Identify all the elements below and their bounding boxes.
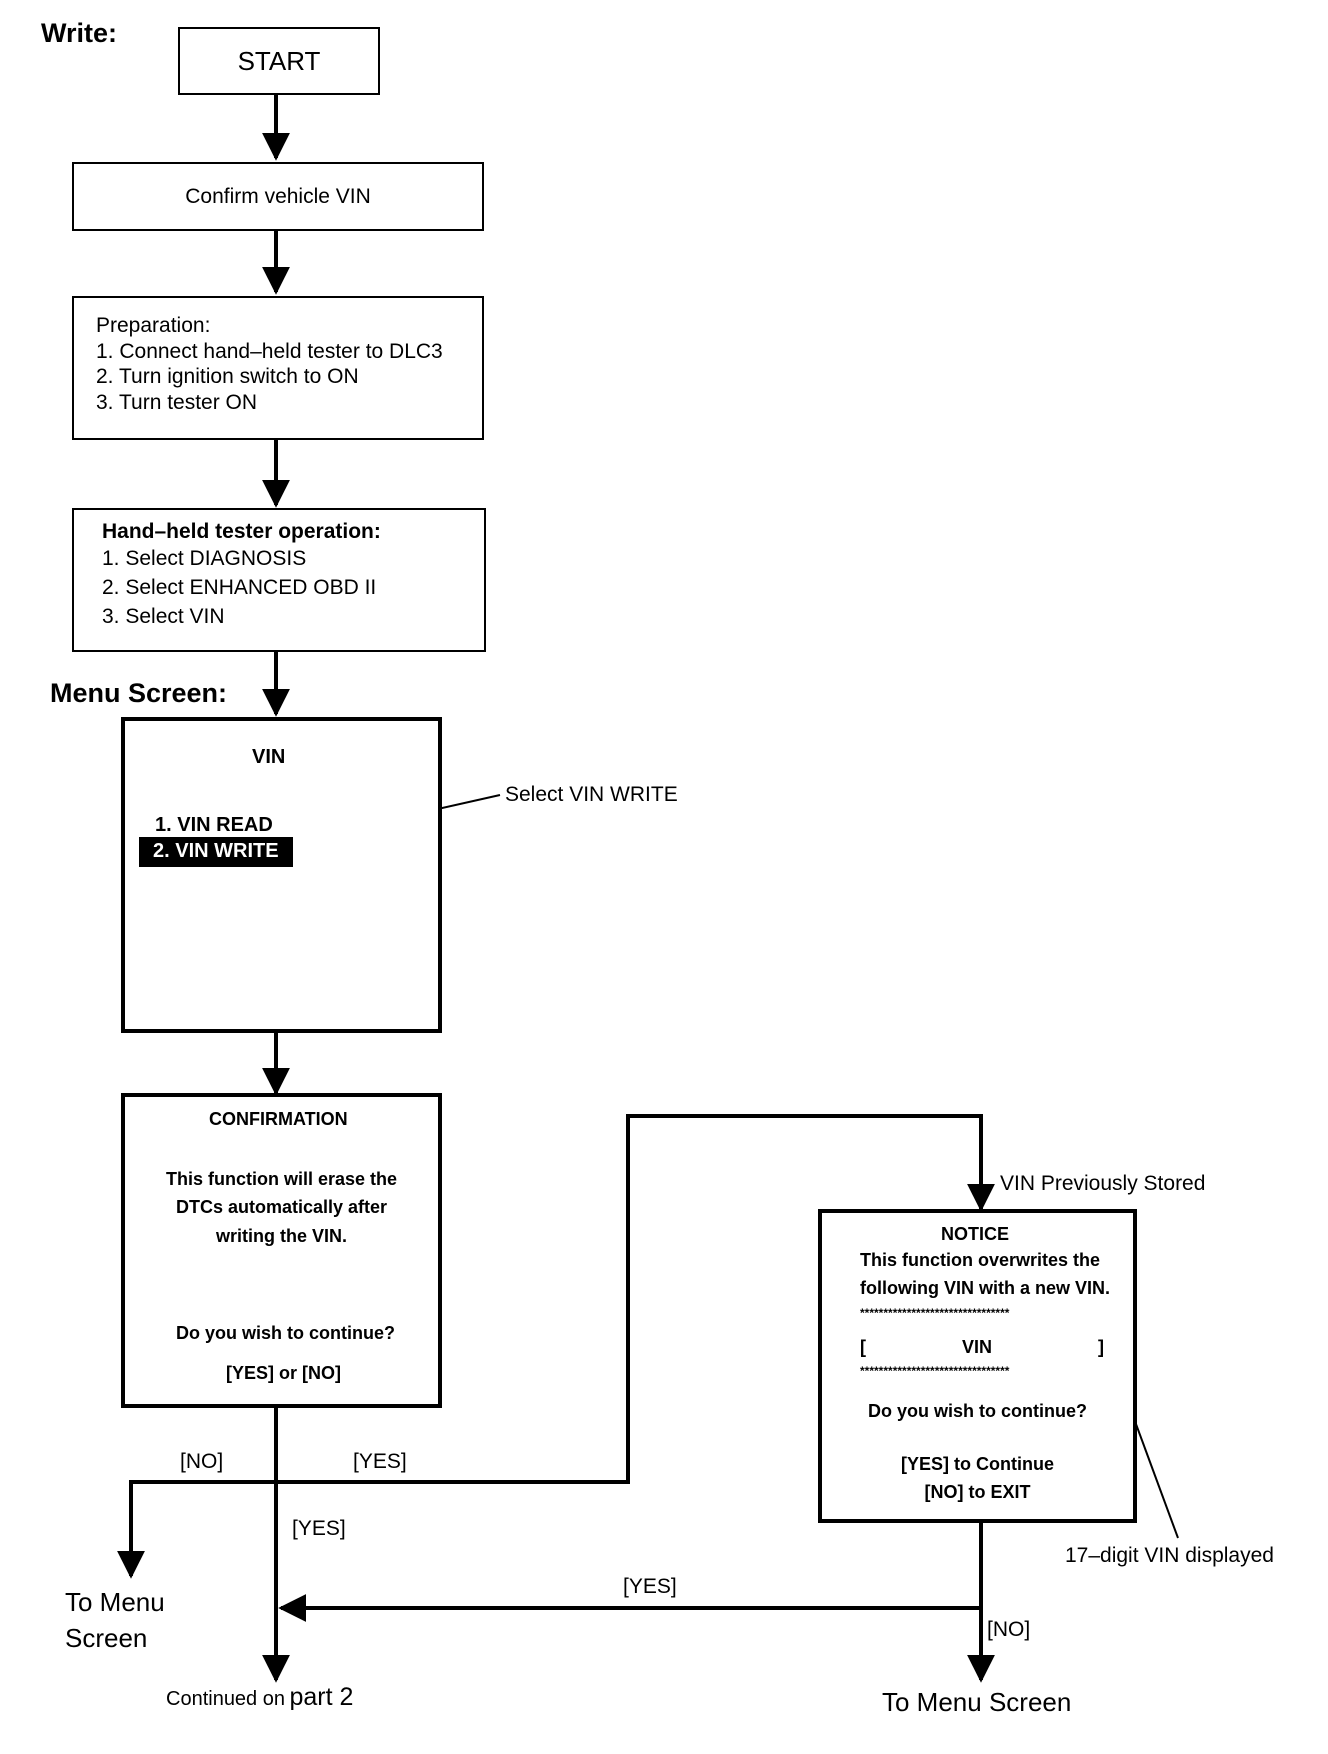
tester-operation-box: Hand–held tester operation: 1. Select DI… — [72, 508, 486, 652]
write-label: Write: — [41, 18, 118, 48]
tester-operation-step-2: 2. Select ENHANCED OBD II — [102, 576, 377, 599]
preparation-step-1: 1. Connect hand–held tester to DLC3 — [96, 340, 443, 363]
confirmation-line-1: This function will erase the — [165, 1169, 398, 1189]
menu-screen-title: VIN — [252, 746, 286, 768]
branch-yes-return: [YES] — [623, 1575, 677, 1598]
menu-screen-label: Menu Screen: — [50, 678, 228, 708]
confirmation-title: CONFIRMATION — [209, 1109, 348, 1129]
confirmation-line-2: DTCs automatically after — [175, 1197, 388, 1217]
confirmation-question: Do you wish to continue? — [176, 1323, 395, 1343]
branch-no-notice: [NO] — [987, 1618, 1031, 1641]
notice-vin-label: VIN — [962, 1337, 993, 1357]
terminal-continued-part: part 2 — [289, 1683, 354, 1711]
tester-operation-step-3: 3. Select VIN — [102, 605, 225, 628]
confirm-vin-box: Confirm vehicle VIN — [72, 162, 484, 231]
terminal-continued-prefix: Continued on — [166, 1688, 285, 1710]
menu-item-vin-read: 1. VIN READ — [155, 814, 273, 836]
menu-screen-box: VIN 1. VIN READ 2. VIN WRITE — [121, 717, 442, 1033]
branch-yes-down: [YES] — [292, 1517, 346, 1540]
notice-vin-bracket-close: ] — [1098, 1337, 1104, 1357]
notice-stars-bottom: ******************************** — [860, 1364, 1010, 1378]
callout-select-vin-write: Select VIN WRITE — [505, 783, 678, 806]
branch-no-left: [NO] — [180, 1450, 224, 1473]
terminal-to-menu-right: To Menu Screen — [882, 1687, 1072, 1717]
confirm-vin-text: Confirm vehicle VIN — [185, 185, 371, 208]
notice-line-2: following VIN with a new VIN. — [860, 1278, 1111, 1298]
confirmation-options: [YES] or [NO] — [226, 1363, 341, 1383]
callout-17-digit-vin: 17–digit VIN displayed — [1065, 1544, 1274, 1567]
preparation-step-2: 2. Turn ignition switch to ON — [96, 365, 359, 388]
vin-previously-stored-label: VIN Previously Stored — [1000, 1172, 1206, 1195]
notice-option-no: [NO] to EXIT — [924, 1482, 1031, 1502]
notice-option-yes: [YES] to Continue — [901, 1454, 1054, 1474]
notice-line-1: This function overwrites the — [860, 1250, 1101, 1270]
tester-operation-title: Hand–held tester operation: — [102, 520, 381, 543]
confirmation-screen-box: CONFIRMATION This function will erase th… — [121, 1093, 442, 1408]
preparation-title: Preparation: — [96, 314, 211, 337]
terminal-continued: Continued on part 2 — [166, 1683, 353, 1712]
notice-question: Do you wish to continue? — [868, 1401, 1087, 1421]
terminal-to-menu-left-line1: To Menu — [65, 1587, 165, 1617]
start-text: START — [237, 46, 321, 76]
preparation-step-3: 3. Turn tester ON — [96, 391, 258, 414]
preparation-box: Preparation: 1. Connect hand–held tester… — [72, 296, 484, 440]
tester-operation-step-1: 1. Select DIAGNOSIS — [102, 547, 307, 570]
start-box: START — [178, 27, 380, 95]
confirmation-line-3: writing the VIN. — [215, 1226, 347, 1246]
notice-stars-top: ******************************** — [860, 1306, 1010, 1320]
terminal-to-menu-left-line2: Screen — [65, 1623, 148, 1653]
arrow-yes-to-notice — [276, 1114, 995, 1484]
branch-yes-right: [YES] — [353, 1450, 407, 1473]
arrow-no-to-menu-left — [117, 1480, 276, 1579]
notice-screen-box: NOTICE This function overwrites the foll… — [818, 1209, 1137, 1523]
menu-item-vin-write: 2. VIN WRITE — [139, 837, 293, 867]
notice-vin-bracket-open: [ — [860, 1337, 866, 1357]
notice-title: NOTICE — [941, 1224, 1010, 1244]
